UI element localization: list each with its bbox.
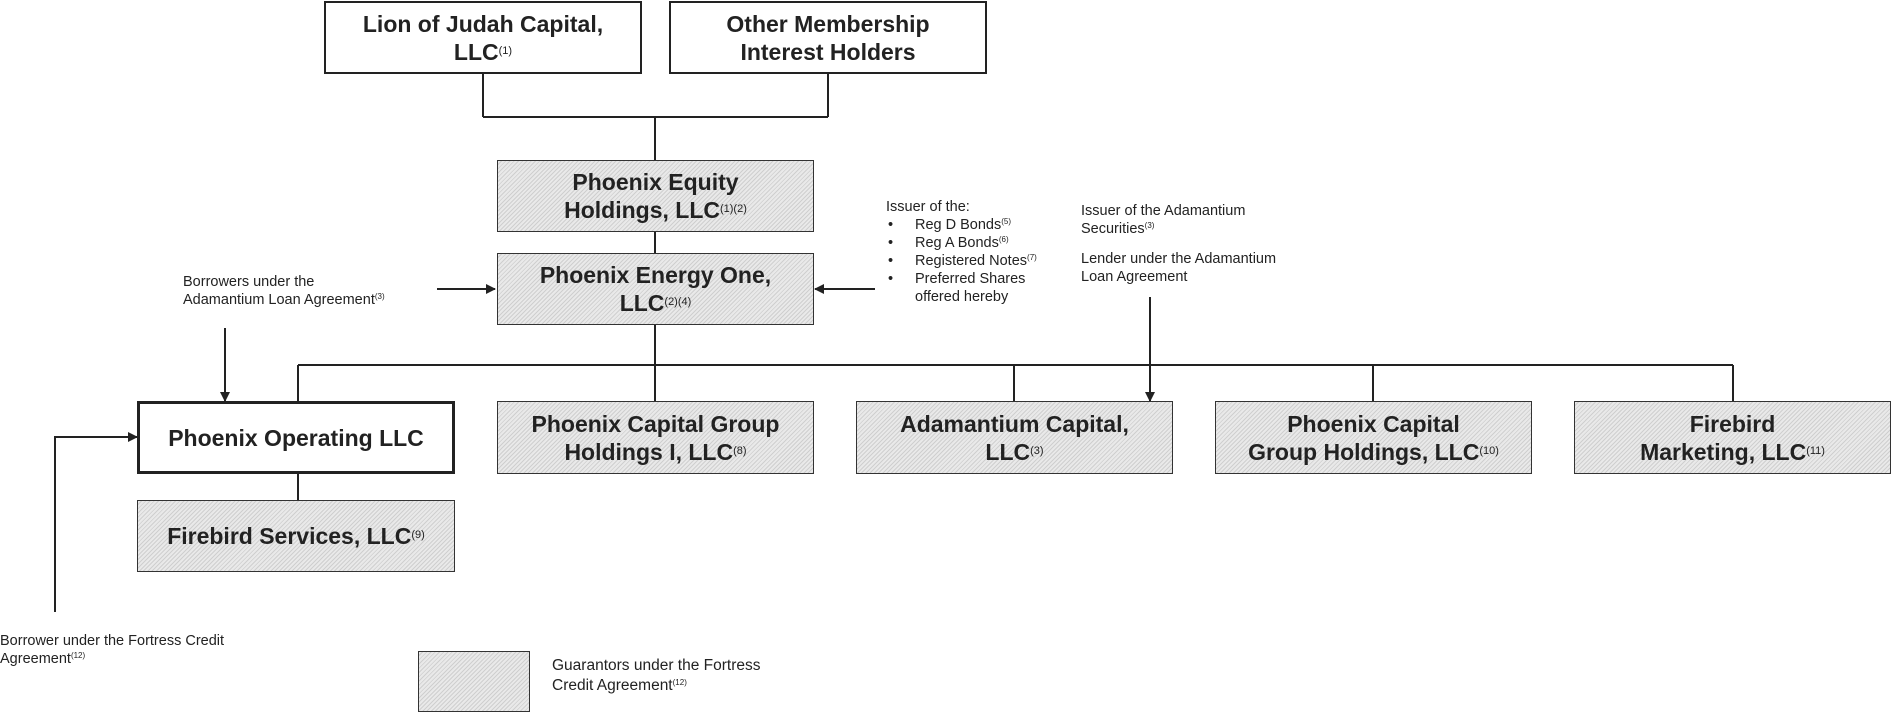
annotation-issuer: Issuer of the: Reg D Bonds(5) Reg A Bond… bbox=[886, 198, 1086, 306]
arrow-fortress-to-operating bbox=[54, 432, 138, 612]
node-lion-of-judah: Lion of Judah Capital, LLC(1) bbox=[324, 1, 642, 74]
node-equity-name-2: Holdings, LLC bbox=[564, 197, 720, 223]
node-phoenix-equity: Phoenix Equity Holdings, LLC(1)(2) bbox=[497, 160, 814, 232]
annotation-fortress-borrower: Borrower under the Fortress Credit Agree… bbox=[0, 632, 260, 668]
adamantium-lender-line-1: Lender under the Adamantium bbox=[1081, 251, 1277, 267]
adamantium-lender-line-2: Loan Agreement bbox=[1081, 269, 1188, 285]
node-capital-group-notes: (10) bbox=[1479, 444, 1499, 457]
node-lion-name-2: LLC bbox=[453, 38, 499, 65]
issuer-item-note: (7) bbox=[1027, 253, 1037, 262]
node-equity-name: Phoenix Equity bbox=[572, 169, 739, 195]
annotation-adamantium-issuer: Issuer of the Adamantium Securities(3) bbox=[1081, 202, 1321, 238]
node-phoenix-capital-group-i: Phoenix Capital Group Holdings I, LLC(8) bbox=[497, 401, 814, 474]
node-marketing-notes: (11) bbox=[1806, 444, 1825, 457]
legend-label: Guarantors under the Fortress Credit Agr… bbox=[552, 656, 812, 696]
node-operating-name: Phoenix Operating LLC bbox=[168, 424, 424, 451]
legend-line-1: Guarantors under the Fortress bbox=[552, 657, 761, 674]
fortress-borrower-line-2: Agreement bbox=[0, 651, 71, 667]
issuer-item-text: Preferred Shares bbox=[915, 271, 1026, 287]
annotation-issuer-list: Reg D Bonds(5) Reg A Bonds(6) Registered… bbox=[886, 216, 1086, 306]
borrowers-line-2: Adamantium Loan Agreement bbox=[183, 292, 375, 308]
node-lion-name: Lion of Judah Capital, bbox=[362, 10, 604, 37]
node-marketing-name: Firebird bbox=[1689, 410, 1776, 437]
adamantium-issuer-line-1: Issuer of the Adamantium bbox=[1081, 203, 1246, 219]
fortress-borrower-line-1: Borrower under the Fortress Credit bbox=[0, 633, 225, 649]
annotation-issuer-heading: Issuer of the: bbox=[886, 199, 970, 215]
node-energy-name: Phoenix Energy One, bbox=[539, 262, 772, 288]
legend-swatch bbox=[418, 651, 530, 712]
node-capital-group-name: Phoenix Capital bbox=[1287, 410, 1460, 437]
node-capital-group-i-notes: (8) bbox=[733, 444, 747, 457]
node-capital-group-i-name: Phoenix Capital Group bbox=[531, 410, 780, 437]
node-adamantium-capital: Adamantium Capital, LLC(3) bbox=[856, 401, 1173, 474]
node-other-name-2: Interest Holders bbox=[740, 38, 916, 65]
node-capital-group-name-2: Group Holdings, LLC bbox=[1248, 438, 1480, 465]
node-energy-notes: (2)(4) bbox=[664, 296, 692, 308]
node-energy-name-2: LLC bbox=[619, 290, 665, 316]
node-adamantium-notes: (3) bbox=[1030, 444, 1044, 457]
annotation-issuer-item: Preferred Shares offered hereby bbox=[886, 270, 1086, 306]
fortress-borrower-note: (12) bbox=[70, 651, 86, 660]
issuer-item-continuation: offered hereby bbox=[915, 289, 1009, 305]
node-phoenix-operating: Phoenix Operating LLC bbox=[137, 401, 455, 474]
node-adamantium-name: Adamantium Capital, bbox=[900, 410, 1129, 437]
issuer-item-note: (6) bbox=[998, 235, 1009, 244]
issuer-item-text: Reg D Bonds bbox=[915, 217, 1002, 233]
annotation-issuer-item: Reg D Bonds(5) bbox=[886, 216, 1086, 234]
node-services-notes: (9) bbox=[411, 529, 425, 541]
issuer-item-text: Registered Notes bbox=[915, 253, 1028, 269]
node-firebird-marketing: Firebird Marketing, LLC(11) bbox=[1574, 401, 1891, 474]
annotation-issuer-item: Reg A Bonds(6) bbox=[886, 234, 1086, 252]
node-other-name: Other Membership bbox=[726, 10, 930, 37]
node-other-holders: Other Membership Interest Holders bbox=[669, 1, 987, 74]
annotation-borrowers: Borrowers under the Adamantium Loan Agre… bbox=[183, 273, 423, 309]
issuer-item-text: Reg A Bonds bbox=[915, 235, 999, 251]
annotation-adamantium-lender: Lender under the Adamantium Loan Agreeme… bbox=[1081, 250, 1321, 286]
node-services-name: Firebird Services, LLC bbox=[167, 523, 412, 549]
issuer-item-note: (5) bbox=[1001, 217, 1012, 226]
node-lion-notes: (1) bbox=[498, 44, 513, 57]
node-adamantium-name-2: LLC bbox=[985, 438, 1031, 465]
node-phoenix-energy-one: Phoenix Energy One, LLC(2)(4) bbox=[497, 253, 814, 325]
adamantium-issuer-note: (3) bbox=[1144, 221, 1155, 230]
adamantium-issuer-line-2: Securities bbox=[1081, 221, 1145, 237]
annotation-issuer-item: Registered Notes(7) bbox=[886, 252, 1086, 270]
node-firebird-services: Firebird Services, LLC(9) bbox=[137, 500, 455, 572]
node-marketing-name-2: Marketing, LLC bbox=[1640, 438, 1807, 465]
node-equity-notes: (1)(2) bbox=[719, 203, 747, 215]
legend-note: (12) bbox=[672, 678, 687, 687]
legend-line-2: Credit Agreement bbox=[552, 677, 673, 694]
borrowers-note: (3) bbox=[374, 292, 385, 301]
node-capital-group-i-name-2: Holdings I, LLC bbox=[564, 438, 734, 465]
node-phoenix-capital-group: Phoenix Capital Group Holdings, LLC(10) bbox=[1215, 401, 1532, 474]
borrowers-line-1: Borrowers under the bbox=[183, 274, 315, 290]
